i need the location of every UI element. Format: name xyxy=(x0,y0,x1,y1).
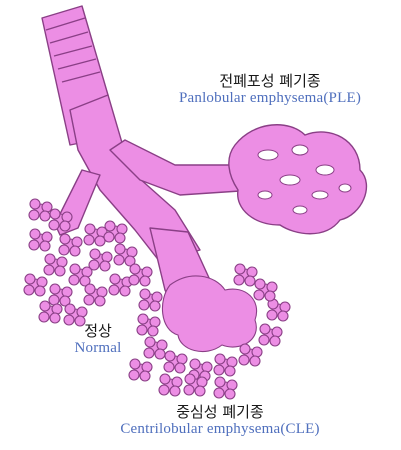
normal-korean-label: 정상 xyxy=(48,323,148,340)
panlobular-english-label: Panlobular emphysema(PLE) xyxy=(175,90,365,107)
centrilobular-label: 중심성 폐기종 Centrilobular emphysema(CLE) xyxy=(85,404,355,439)
panlobular-korean-label: 전폐포성 폐기종 xyxy=(175,73,365,90)
normal-label: 정상 Normal xyxy=(48,323,148,358)
panlobular-label: 전폐포성 폐기종 Panlobular emphysema(PLE) xyxy=(175,73,365,108)
centrilobular-alveoli xyxy=(129,264,290,399)
normal-english-label: Normal xyxy=(48,340,148,357)
centrilobular-english-label: Centrilobular emphysema(CLE) xyxy=(85,421,355,438)
centrilobular-korean-label: 중심성 폐기종 xyxy=(85,404,355,421)
